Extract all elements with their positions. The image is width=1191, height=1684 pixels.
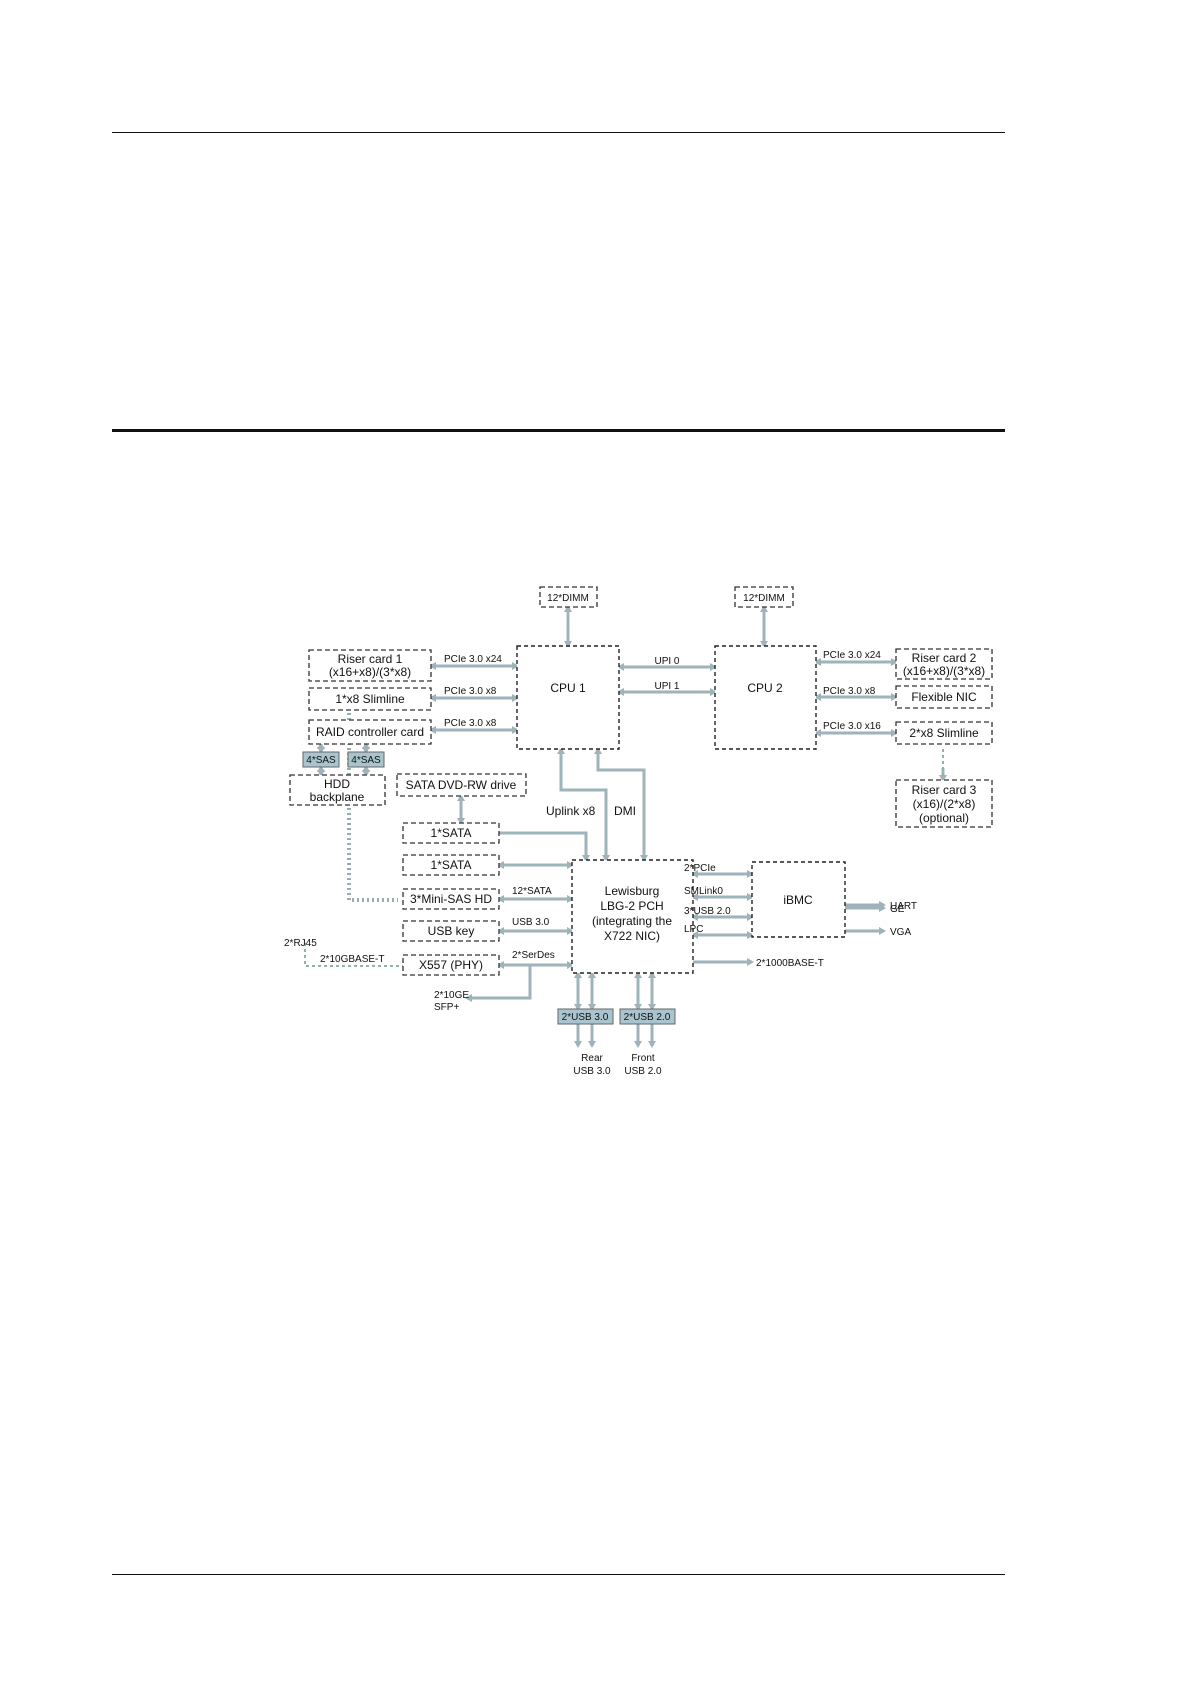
sas-tag-2-label: 4*SAS [351, 755, 381, 766]
gbe-label: 2*1000BASE-T [756, 958, 824, 969]
x557-phy-box: X557 (PHY) [402, 954, 500, 976]
ibmc-ge-label: GE [890, 904, 905, 915]
dimm2-label: 12*DIMM [743, 593, 785, 604]
10gbase-t-label: 2*10GBASE-T [320, 954, 384, 965]
rj45-to-x557-connector [304, 943, 403, 967]
upi0-label: UPI 0 [654, 656, 679, 667]
slimline-2-box: 2*x8 Slimline [895, 721, 993, 745]
x557-sfp-arrow [465, 965, 532, 1002]
ibmc-uart-label: UART [890, 901, 917, 912]
ibmc-box: iBMC [751, 861, 846, 938]
riser-card-1-box: Riser card 1 (x16+x8)/(3*x8) [308, 649, 432, 682]
pch-line2: LBG-2 PCH [600, 899, 663, 913]
front-usb-line1: Front [631, 1053, 655, 1064]
cpu2-box: CPU 2 [714, 645, 817, 750]
sas-tag-1-label: 4*SAS [306, 755, 336, 766]
dimm-box-cpu1: 12*DIMM [539, 586, 598, 608]
sata2-label: 1*SATA [431, 858, 472, 872]
ibmc-label: iBMC [783, 893, 813, 907]
cpu1-link-slimline-label: PCIe 3.0 x8 [444, 686, 497, 697]
x557-label: X557 (PHY) [419, 958, 483, 972]
sata1-label: 1*SATA [431, 826, 472, 840]
flexible-nic-box: Flexible NIC [895, 685, 993, 709]
pch-box: Lewisburg LBG-2 PCH (integrating the X72… [571, 859, 694, 974]
dimm-box-cpu2: 12*DIMM [734, 586, 794, 608]
pch-ibmc-smlink-label: SMLink0 [684, 886, 723, 897]
sata1-pch-arrow [499, 831, 590, 862]
usbkey-label: USB key [428, 924, 475, 938]
dmi-arrow [594, 747, 648, 862]
section-rule [112, 429, 1005, 432]
riser3-line2: (x16)/(2*x8) [913, 797, 976, 811]
usb3-tag: 2*USB 3.0 [557, 1008, 614, 1025]
hdd-line2: backplane [310, 790, 365, 804]
sata-box-1: 1*SATA [402, 822, 500, 844]
cpu2-link-riser2-label: PCIe 3.0 x24 [823, 650, 881, 661]
usb-key-box: USB key [402, 920, 500, 942]
hdd-line1: HDD [324, 777, 350, 791]
cpu2-label: CPU 2 [747, 681, 783, 695]
dotted-connectors [304, 708, 944, 967]
riser3-line3: (optional) [919, 811, 969, 825]
sata-box-2: 1*SATA [402, 854, 500, 876]
raid-controller-box: RAID controller card [308, 719, 432, 745]
slimline2-label: 2*x8 Slimline [909, 726, 979, 740]
slimline1-label: 1*x8 Slimline [335, 692, 405, 706]
riser1-line1: Riser card 1 [338, 652, 403, 666]
riser1-line2: (x16+x8)/(3*x8) [329, 665, 411, 679]
hdd-backplane-box: HDD backplane [289, 774, 386, 806]
sas-tag-1: 4*SAS [302, 751, 340, 768]
flex-nic-label: Flexible NIC [911, 690, 977, 704]
pch-link-usb3-label: USB 3.0 [512, 917, 550, 928]
riser2-line1: Riser card 2 [912, 651, 977, 665]
cpu2-link-flexnic-label: PCIe 3.0 x8 [823, 686, 876, 697]
hdd-to-minisas-connector [347, 708, 398, 902]
uplink-label: Uplink x8 [546, 804, 596, 818]
pch-line1: Lewisburg [605, 884, 660, 898]
usb2-tag: 2*USB 2.0 [619, 1008, 676, 1025]
cpu1-link-raid-label: PCIe 3.0 x8 [444, 718, 497, 729]
pch-ibmc-pcie-label: 2*PCIe [684, 863, 716, 874]
pch-link-sata-label: 12*SATA [512, 886, 552, 897]
usb2-tag-label: 2*USB 2.0 [624, 1012, 671, 1023]
sfp-line2: SFP+ [434, 1002, 459, 1013]
header-rule [112, 132, 1005, 133]
cpu1-label: CPU 1 [550, 681, 586, 695]
cpu1-link-riser1-label: PCIe 3.0 x24 [444, 654, 502, 665]
pch-line4: X722 NIC) [604, 929, 660, 943]
riser2-line2: (x16+x8)/(3*x8) [903, 664, 985, 678]
riser-card-2-box: Riser card 2 (x16+x8)/(3*x8) [895, 648, 993, 680]
mini-sas-hd-box: 3*Mini-SAS HD [402, 888, 500, 910]
front-usb-line2: USB 2.0 [624, 1066, 662, 1077]
pch-ibmc-usb2-label: 3*USB 2.0 [684, 906, 731, 917]
sata-dvd-box: SATA DVD-RW drive [396, 773, 527, 797]
connection-arrows [317, 605, 947, 1048]
riser-card-3-box: Riser card 3 (x16)/(2*x8) (optional) [895, 779, 993, 828]
sas-tag-2: 4*SAS [347, 751, 385, 768]
riser3-line1: Riser card 3 [912, 783, 977, 797]
slimline-1-box: 1*x8 Slimline [308, 687, 432, 711]
ibmc-vga-label: VGA [890, 927, 911, 938]
raid-label: RAID controller card [316, 725, 424, 739]
upi1-label: UPI 1 [654, 681, 679, 692]
cpu2-link-slimline-label: PCIe 3.0 x16 [823, 721, 881, 732]
pch-line3: (integrating the [592, 914, 672, 928]
cpu1-box: CPU 1 [516, 645, 620, 750]
sfp-line1: 2*10GE [434, 990, 469, 1001]
minisas-label: 3*Mini-SAS HD [410, 892, 492, 906]
rear-usb-line2: USB 3.0 [573, 1066, 611, 1077]
dvd-label: SATA DVD-RW drive [406, 778, 517, 792]
footer-rule [112, 1574, 1005, 1575]
dimm1-label: 12*DIMM [547, 593, 589, 604]
rear-usb-line1: Rear [581, 1053, 603, 1064]
rj45-label: 2*RJ45 [284, 938, 317, 949]
pch-link-serdes-label: 2*SerDes [512, 950, 555, 961]
dmi-label: DMI [614, 804, 636, 818]
pch-ibmc-lpc-label: LPC [684, 924, 703, 935]
usb3-tag-label: 2*USB 3.0 [562, 1012, 609, 1023]
